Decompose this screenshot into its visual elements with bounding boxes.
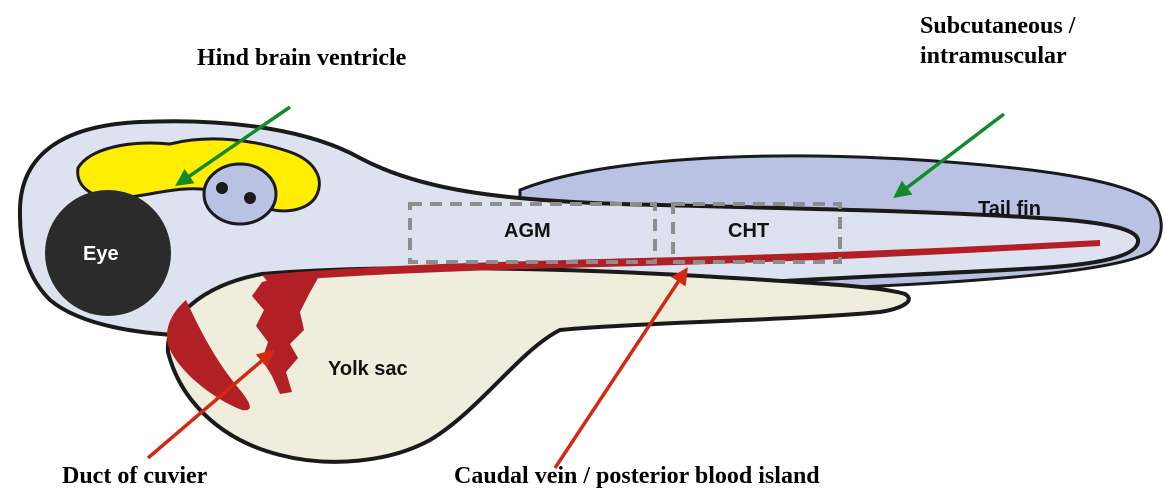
duct-of-cuvier-label: Duct of cuvier: [62, 463, 207, 491]
otic-vesicle: [204, 164, 276, 224]
eye-label: Eye: [83, 243, 119, 266]
caudal-vein-label: Caudal vein / posterior blood island: [454, 463, 820, 491]
yolk-sac-label: Yolk sac: [328, 358, 408, 381]
intramuscular-label: intramuscular: [920, 43, 1067, 71]
otolith-1: [216, 182, 228, 194]
cht-label: CHT: [728, 220, 769, 243]
agm-label: AGM: [504, 220, 551, 243]
tail-fin-label: Tail fin: [978, 198, 1041, 221]
subcutaneous-label: Subcutaneous /: [920, 13, 1075, 41]
otolith-2: [244, 192, 256, 204]
hind-brain-ventricle-label: Hind brain ventricle: [197, 45, 406, 73]
